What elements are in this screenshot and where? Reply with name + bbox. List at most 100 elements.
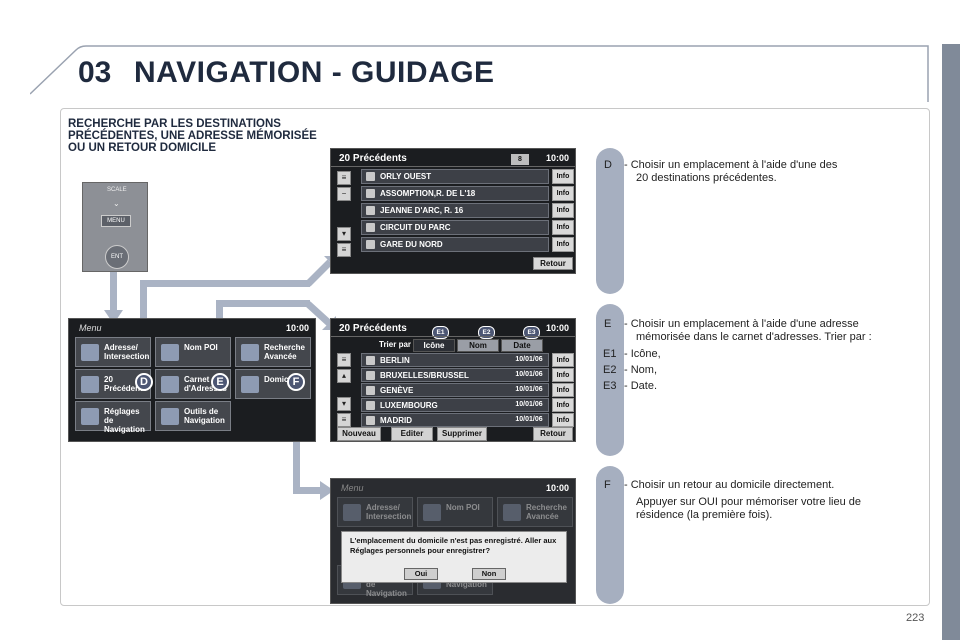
destination-icon xyxy=(366,189,375,198)
divider xyxy=(331,166,575,167)
pill-d xyxy=(596,148,624,294)
row-label: MADRID xyxy=(380,415,412,425)
list-item[interactable]: ASSOMPTION,R. DE L'18 xyxy=(361,186,549,201)
desc-d-text: - Choisir un emplacement à l'aide d'une … xyxy=(624,159,838,171)
remote-ent-button[interactable]: ENT xyxy=(105,245,129,269)
list-item[interactable]: JEANNE D'ARC, R. 16 xyxy=(361,203,549,218)
info-button[interactable]: Info xyxy=(552,169,574,184)
editer-button[interactable]: Editer xyxy=(391,427,433,441)
info-button[interactable]: Info xyxy=(552,353,574,367)
desc-e2-letter: E2 xyxy=(603,364,617,376)
oui-button[interactable]: Oui xyxy=(404,568,438,580)
scroll-down-icon[interactable]: ▾ xyxy=(337,397,351,411)
clock: 10:00 xyxy=(545,153,569,163)
retour-button[interactable]: Retour xyxy=(533,257,573,270)
badge-e3: E3 xyxy=(523,326,540,339)
edit-icon xyxy=(366,385,375,395)
scroll-up-icon[interactable]: ▴ xyxy=(337,369,351,383)
info-button[interactable]: Info xyxy=(552,203,574,218)
clock: 10:00 xyxy=(545,323,569,333)
scroll-top-icon[interactable]: ≡ xyxy=(337,353,351,367)
desc-e-letter: E xyxy=(604,318,612,330)
scroll-top-icon[interactable]: ≡ xyxy=(337,171,351,185)
scroll-bottom-icon[interactable]: ≡ xyxy=(337,413,351,427)
tab-nom[interactable]: Nom xyxy=(457,339,499,352)
destination-icon xyxy=(366,240,375,249)
table-row[interactable]: LUXEMBOURG xyxy=(361,398,549,412)
tab-icone[interactable]: Icône xyxy=(413,339,455,352)
search-icon xyxy=(503,504,521,521)
address-icon xyxy=(343,504,361,521)
non-button[interactable]: Non xyxy=(472,568,506,580)
menu-tile-recherche[interactable]: Recherche Avancée xyxy=(235,337,311,367)
desc-f-text: - Choisir un retour au domicile directem… xyxy=(624,479,835,491)
info-button[interactable]: Info xyxy=(552,368,574,382)
remote-control: SCALE ⌄ MENU ENT xyxy=(82,182,148,272)
menu-title: Menu xyxy=(79,323,102,333)
desc-e1-text: - Icône, xyxy=(624,348,661,360)
screen-title: 20 Précédents xyxy=(339,323,407,334)
table-row[interactable]: MADRID xyxy=(361,413,549,427)
row-label: BRUXELLES/BRUSSEL xyxy=(380,370,469,380)
edit-icon xyxy=(366,370,375,380)
screen-home-dialog: Menu 10:00 Adresse/ Intersection Nom POI… xyxy=(330,478,576,604)
tab-date[interactable]: Date xyxy=(501,339,543,352)
retour-button[interactable]: Retour xyxy=(533,427,573,441)
chevron-down-icon: ⌄ xyxy=(113,199,120,208)
remote-menu-button[interactable]: MENU xyxy=(101,215,131,227)
badge-e1: E1 xyxy=(432,326,449,339)
home-dialog: L'emplacement du domicile n'est pas enre… xyxy=(341,531,567,583)
row-date: 10/01/06 xyxy=(515,356,543,363)
screen-sorted: 20 Précédents 10:00 E1 E2 E3 Trier par I… xyxy=(330,318,576,442)
scroll-bottom-icon[interactable]: ≡ xyxy=(337,243,351,257)
clock: 10:00 xyxy=(285,323,309,333)
menu-title: Menu xyxy=(341,483,364,493)
list-item-label: GARE DU NORD xyxy=(380,240,443,249)
search-icon xyxy=(241,344,259,361)
info-button[interactable]: Info xyxy=(552,186,574,201)
supprimer-button[interactable]: Supprimer xyxy=(437,427,487,441)
info-button[interactable]: Info xyxy=(552,237,574,252)
table-row[interactable]: BRUXELLES/BRUSSEL xyxy=(361,368,549,382)
table-row[interactable]: GENÈVE xyxy=(361,383,549,397)
menu-tile-recherche[interactable]: Recherche Avancée xyxy=(497,497,573,527)
desc-e2-text: - Nom, xyxy=(624,364,657,376)
nouveau-button[interactable]: Nouveau xyxy=(337,427,381,441)
connector-remote-down xyxy=(110,270,117,315)
desc-f-text2: Appuyer sur OUI pour mémoriser votre lie… xyxy=(636,496,861,508)
menu-tile-label: Recherche Avancée xyxy=(526,503,567,521)
page-number: 223 xyxy=(906,612,925,624)
screen-menu: Menu 10:00 Adresse/ Intersection Nom POI… xyxy=(68,318,316,442)
info-button[interactable]: Info xyxy=(552,413,574,427)
list-item-label: ORLY OUEST xyxy=(380,172,432,181)
poi-icon xyxy=(423,504,441,521)
content-frame xyxy=(60,108,930,606)
arrow-head-remote xyxy=(104,310,123,324)
list-item[interactable]: ORLY OUEST xyxy=(361,169,549,184)
side-bar xyxy=(942,44,960,640)
menu-tile-reglages[interactable]: Réglages de Navigation xyxy=(75,401,151,434)
clock: 10:00 xyxy=(545,483,569,493)
connector-e-horizontal xyxy=(216,300,310,307)
list-item[interactable]: GARE DU NORD xyxy=(361,237,549,252)
connector-d-horizontal xyxy=(140,280,310,287)
table-row[interactable]: BERLIN xyxy=(361,353,549,367)
scroll-up-icon[interactable]: − xyxy=(337,187,351,201)
list-item[interactable]: CIRCUIT DU PARC xyxy=(361,220,549,235)
info-button[interactable]: Info xyxy=(552,220,574,235)
menu-tile-nom-poi[interactable]: Nom POI xyxy=(417,497,493,527)
menu-tile-nom-poi[interactable]: Nom POI xyxy=(155,337,231,367)
menu-tile-outils[interactable]: Outils de Navigation xyxy=(155,401,231,431)
row-label: LUXEMBOURG xyxy=(380,400,438,410)
menu-tile-adresse[interactable]: Adresse/ Intersection xyxy=(337,497,413,527)
scroll-down-icon[interactable]: ▾ xyxy=(337,227,351,241)
desc-e3-text: - Date. xyxy=(624,380,658,392)
destination-icon xyxy=(366,206,375,215)
menu-tile-label: Outils de Navigation xyxy=(184,407,225,425)
menu-tile-adresse[interactable]: Adresse/ Intersection xyxy=(75,337,151,367)
menu-tile-label: Nom POI xyxy=(446,503,480,512)
info-button[interactable]: Info xyxy=(552,383,574,397)
remote-scale-label: SCALE xyxy=(107,187,127,193)
screen-title: 20 Précédents xyxy=(339,153,407,164)
info-button[interactable]: Info xyxy=(552,398,574,412)
